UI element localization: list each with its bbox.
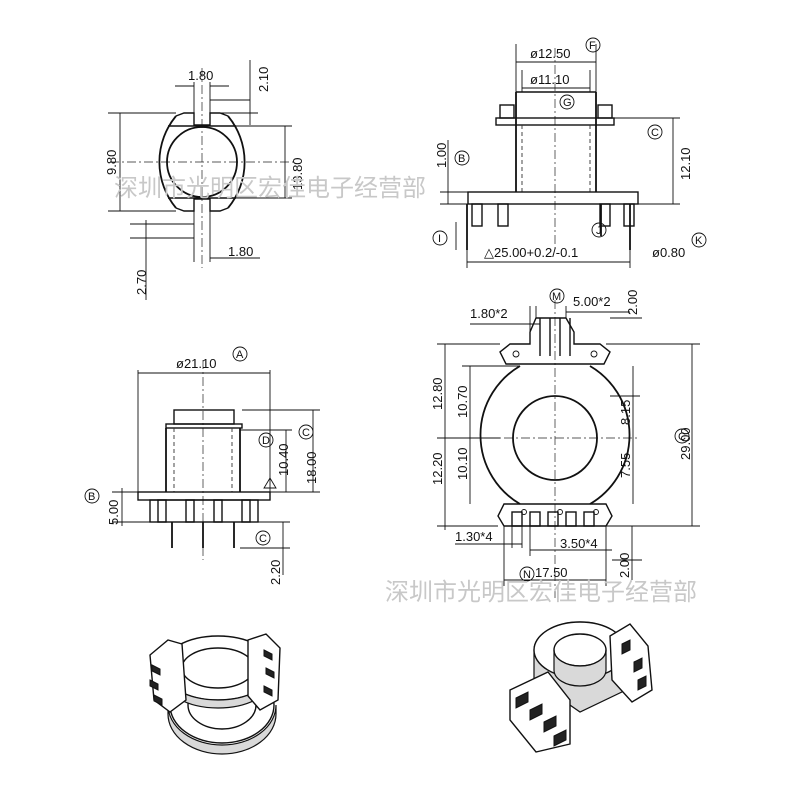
isometric-view-left <box>149 633 281 755</box>
dim-1-80x2: 1.80*2 <box>470 306 508 321</box>
dim-d11-10: ø11.10 <box>530 72 570 87</box>
dim-10-10: 10.10 <box>455 447 470 480</box>
marker-g: G <box>563 97 572 109</box>
marker-i: I <box>438 233 441 245</box>
view-top-left: 1.80 2.10 9.80 13.80 1.80 2.70 <box>104 60 305 300</box>
marker-k: K <box>695 235 703 247</box>
dim-12-10: 12.10 <box>678 147 693 180</box>
marker-b-side: B <box>88 491 95 503</box>
marker-d: D <box>262 435 270 447</box>
dim-13-80: 13.80 <box>290 157 305 190</box>
dim-1-30x4: 1.30*4 <box>455 529 493 544</box>
watermark-bottom: 深圳市光明区宏佳电子经营部 <box>385 578 697 606</box>
dim-2-10: 2.10 <box>256 67 271 92</box>
dim-12-80: 12.80 <box>430 377 445 410</box>
marker-c: C <box>651 127 659 139</box>
marker-c-pin: C <box>259 533 267 545</box>
view-top-right: ø12.50 ø11.10 1.00 12.10 △25.00+0.2/-0.1… <box>432 37 707 268</box>
dim-18-00: 18.00 <box>304 451 319 484</box>
marker-b: B <box>458 153 465 165</box>
dim-10-70: 10.70 <box>455 385 470 418</box>
marker-j: J <box>596 225 602 237</box>
marker-c-top: C <box>678 431 686 443</box>
marker-a: A <box>236 349 244 361</box>
dim-3-50x4: 3.50*4 <box>560 536 598 551</box>
marker-c-side: C <box>302 427 310 439</box>
dim-2-70: 2.70 <box>134 270 149 295</box>
view-bottom-left: ø21.10 10.40 18.00 5.00 2.20 A D C B C <box>84 346 320 585</box>
dim-1-80-top: 1.80 <box>188 68 213 83</box>
dim-1-00: 1.00 <box>434 143 449 168</box>
watermark-top: 深圳市光明区宏佳电子经营部 <box>114 174 426 202</box>
marker-m: M <box>552 291 561 303</box>
dim-7-55: 7.55 <box>618 453 633 478</box>
dim-1-80-bottom: 1.80 <box>228 244 253 259</box>
view-bottom-right: 1.80*2 5.00*2 2.00 12.80 10.70 8.15 29.0… <box>430 288 700 600</box>
dim-10-40: 10.40 <box>276 443 291 476</box>
dim-d12-50: ø12.50 <box>530 46 570 61</box>
dim-17-50: 17.50 <box>535 565 568 580</box>
dim-2-00-bottom: 2.00 <box>617 553 632 578</box>
dim-5-00: 5.00 <box>106 500 121 525</box>
dim-d21-10: ø21.10 <box>176 356 216 371</box>
dim-2-20: 2.20 <box>268 560 283 585</box>
isometric-view-right <box>509 621 653 753</box>
marker-n: N <box>523 569 531 581</box>
dim-8-15: 8.15 <box>618 400 633 425</box>
dim-9-80: 9.80 <box>104 150 119 175</box>
dim-25-00: △25.00+0.2/-0.1 <box>484 245 578 260</box>
dim-5-00x2: 5.00*2 <box>573 294 611 309</box>
marker-f: F <box>589 40 596 52</box>
dim-12-20: 12.20 <box>430 452 445 485</box>
dim-2-00-top: 2.00 <box>625 290 640 315</box>
dim-d0-80: ø0.80 <box>652 245 685 260</box>
